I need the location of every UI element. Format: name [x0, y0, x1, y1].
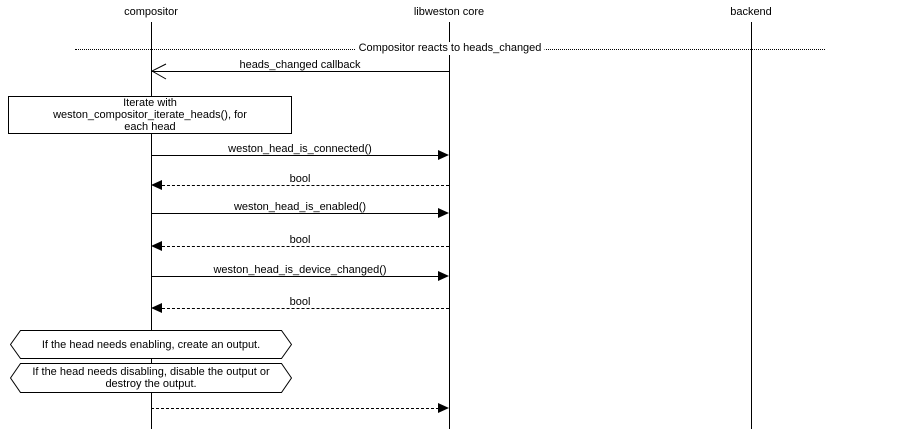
note-line-3: each head: [124, 121, 176, 133]
message-label-bool-connected: bool: [287, 173, 313, 185]
message-line-heads-changed-callback: [151, 71, 449, 72]
arrowhead-filled-left-bool-connected: [151, 180, 162, 190]
entity-label-backend: backend: [730, 6, 772, 18]
note-box-iterate-heads: Iterate with weston_compositor_iterate_h…: [8, 96, 292, 134]
hex-box-enable-output-line-1: If the head needs enabling, create an: [41, 338, 224, 351]
message-label-weston-head-is-connected: weston_head_is_connected(): [226, 143, 374, 155]
arrowhead-filled-left-bool-device-changed: [151, 303, 162, 313]
arrowhead-filled-right-weston-head-is-connected: [438, 150, 449, 160]
message-label-weston-head-is-enabled: weston_head_is_enabled(): [231, 201, 369, 213]
message-label-heads-changed-callback: heads_changed callback: [237, 59, 363, 71]
separator-label: Compositor reacts to heads_changed: [355, 42, 545, 55]
note-line-2: weston_compositor_iterate_heads(), for: [53, 109, 247, 121]
arrowhead-open-left-heads-changed-callback: [150, 63, 167, 80]
message-label-weston-head-is-device-changed: weston_head_is_device_changed(): [211, 264, 389, 276]
hex-box-disable-output: If the head needs disabling, disable the…: [10, 363, 292, 393]
lifeline-backend: [751, 22, 752, 429]
message-label-bool-enabled: bool: [287, 234, 313, 246]
message-line-bool-connected: [162, 185, 449, 186]
lifeline-compositor: [151, 22, 152, 429]
hex-box-disable-output-line-1: If the head needs disabling, disable the: [32, 366, 224, 378]
arrowhead-filled-right-weston-head-is-enabled: [438, 208, 449, 218]
message-line-weston-head-is-connected: [151, 155, 439, 156]
arrowhead-filled-right-trailing-return: [438, 403, 449, 413]
message-line-trailing-return: [151, 408, 439, 409]
entity-label-compositor: compositor: [124, 6, 178, 18]
arrowhead-filled-right-weston-head-is-device-changed: [438, 271, 449, 281]
note-line-1: Iterate with: [123, 97, 177, 109]
message-line-weston-head-is-enabled: [151, 213, 439, 214]
message-line-bool-device-changed: [162, 308, 449, 309]
hex-box-enable-output: If the head needs enabling, create an ou…: [10, 330, 292, 359]
hex-box-disable-output-line-2: output or destroy the output.: [105, 366, 270, 390]
hex-box-enable-output-line-2: output.: [226, 338, 261, 351]
arrowhead-filled-left-bool-enabled: [151, 241, 162, 251]
lifeline-libweston-core: [449, 22, 450, 429]
message-label-bool-device-changed: bool: [287, 296, 313, 308]
entity-label-libweston-core: libweston core: [413, 6, 485, 18]
message-line-weston-head-is-device-changed: [151, 276, 439, 277]
message-line-bool-enabled: [162, 246, 449, 247]
